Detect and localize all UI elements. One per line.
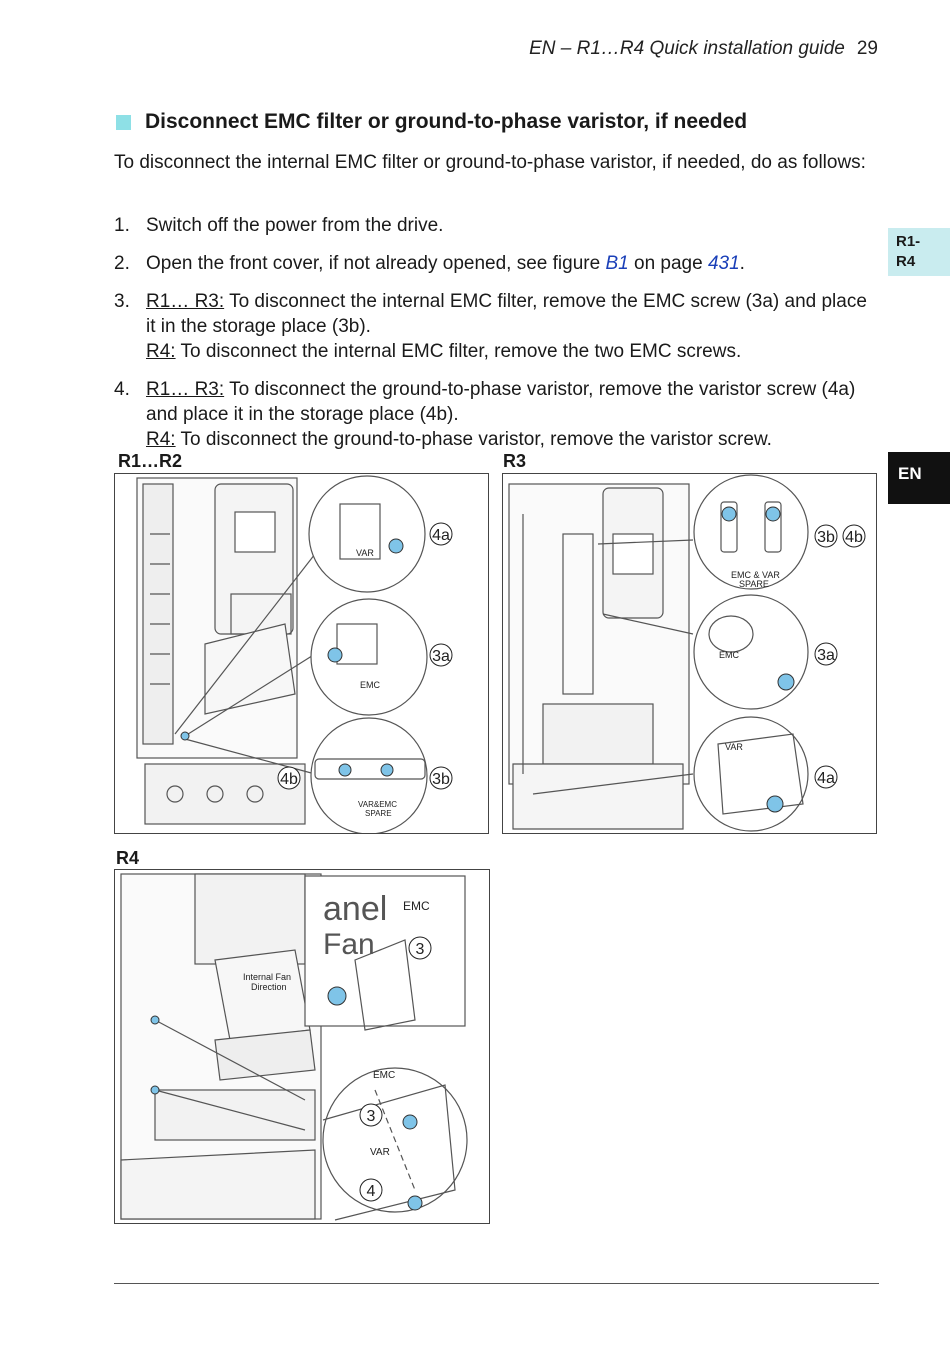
emcvar-marking: EMC & VAR	[731, 570, 780, 580]
var-marking: VAR	[356, 548, 374, 558]
step-number: 1.	[114, 215, 130, 236]
var-marking: VAR	[370, 1147, 390, 1158]
figure-r1r2: VAR EMC VAR&EMC SPARE 4a 3a 4b 3b	[114, 473, 489, 834]
frame-tab-line1: R1-	[896, 233, 921, 250]
callout-4: 4	[367, 1183, 376, 1200]
section-heading: Disconnect EMC filter or ground-to-phase…	[116, 110, 747, 134]
footer-rule	[114, 1283, 879, 1284]
r4-illustration: anel Fan EMC EMC VAR Internal Fan Direct…	[120, 873, 468, 1221]
language-tab[interactable]: EN	[888, 452, 950, 504]
page-link[interactable]: 431	[707, 253, 740, 274]
step-text: To disconnect the internal EMC filter, r…	[175, 341, 742, 362]
storage-screw-icon	[721, 506, 737, 522]
frame-size-tab[interactable]: R1- R4	[888, 228, 950, 276]
step-item: 1. Switch off the power from the drive.	[114, 213, 874, 238]
varistor-screw-icon	[407, 1195, 423, 1211]
figure-label-r4: R4	[116, 848, 140, 868]
step-number: 4.	[114, 379, 130, 400]
emc-screw-icon	[327, 986, 347, 1006]
callout-4b: 4b	[280, 771, 298, 788]
step-text: To disconnect the ground-to-phase varist…	[175, 429, 772, 450]
varistor-screw-icon	[388, 538, 404, 554]
emc-marking: EMC	[719, 650, 740, 660]
step-item: 3. R1… R3: To disconnect the internal EM…	[114, 289, 874, 364]
spare-marking: SPARE	[365, 809, 392, 818]
var-marking: VAR	[725, 742, 743, 752]
figure-label-r1r2: R1…R2	[118, 451, 183, 471]
fan-marking: Fan	[323, 928, 375, 961]
internal-fan-marking: Internal Fan	[243, 972, 291, 982]
page-number: 29	[856, 38, 878, 59]
emc-screw-icon	[327, 647, 343, 663]
frame-tag: R4:	[146, 341, 176, 362]
emc-marking: EMC	[403, 899, 430, 913]
panel-marking: anel	[323, 890, 387, 928]
step-text: Switch off the power from the drive.	[146, 215, 444, 236]
emc-screw-icon	[402, 1114, 418, 1130]
callout-3a: 3a	[817, 647, 835, 664]
emc-screw-icon	[777, 673, 795, 691]
emc-marking-lower: EMC	[373, 1070, 395, 1081]
frame-tab-line2: R4	[896, 253, 916, 270]
step-text: To disconnect the ground-to-phase varist…	[146, 379, 856, 425]
figure-r4: anel Fan EMC EMC VAR Internal Fan Direct…	[114, 869, 490, 1224]
storage-screw-icon	[380, 763, 394, 777]
frame-tag: R1… R3:	[146, 379, 225, 400]
callout-4b: 4b	[845, 529, 863, 546]
figure-r3: EMC & VAR SPARE EMC VAR 3b 4b 3a 4a	[502, 473, 877, 834]
callout-3b: 3b	[817, 529, 835, 546]
figure-link[interactable]: B1	[605, 253, 629, 274]
frame-tag: R4:	[146, 429, 176, 450]
step-sub-b: R4: To disconnect the internal EMC filte…	[146, 339, 874, 364]
section-title: Disconnect EMC filter or ground-to-phase…	[145, 110, 748, 133]
step-item: 4. R1… R3: To disconnect the ground-to-p…	[114, 377, 874, 452]
varistor-screw-icon	[766, 795, 784, 813]
frame-tag: R1… R3:	[146, 291, 225, 312]
emc-marking: EMC	[360, 680, 381, 690]
callout-3-top: 3	[416, 941, 425, 958]
storage-screw-icon	[765, 506, 781, 522]
callout-3a: 3a	[432, 648, 450, 665]
step-sub-a: R1… R3: To disconnect the internal EMC f…	[146, 291, 867, 337]
callout-4a: 4a	[432, 527, 450, 544]
header-title: EN – R1…R4 Quick installation guide	[529, 38, 845, 59]
figure-label-r3: R3	[503, 451, 527, 471]
varemc-marking: VAR&EMC	[358, 800, 397, 809]
callout-3b: 3b	[432, 771, 450, 788]
section-bullet-icon	[116, 114, 131, 130]
step-sub-a: R1… R3: To disconnect the ground-to-phas…	[146, 379, 855, 425]
step-sub-b: R4: To disconnect the ground-to-phase va…	[146, 427, 874, 452]
step-item: 2. Open the front cover, if not already …	[114, 251, 874, 276]
storage-screw-icon	[338, 763, 352, 777]
step-number: 2.	[114, 253, 130, 274]
steps-list: 1. Switch off the power from the drive. …	[114, 213, 874, 465]
r3-illustration: EMC & VAR SPARE EMC VAR 3b 4b 3a 4a	[508, 474, 866, 832]
direction-marking: Direction	[251, 982, 287, 992]
step-number: 3.	[114, 291, 130, 312]
step-text-post: .	[739, 253, 745, 274]
callout-4a: 4a	[817, 770, 835, 787]
step-text: To disconnect the internal EMC filter, r…	[146, 291, 867, 337]
step-text-pre: Open the front cover, if not already ope…	[146, 253, 606, 274]
spare-marking: SPARE	[739, 579, 769, 589]
r1r2-illustration: VAR EMC VAR&EMC SPARE 4a 3a 4b 3b	[136, 475, 453, 833]
intro-paragraph: To disconnect the internal EMC filter or…	[114, 152, 866, 173]
page-header: EN – R1…R4 Quick installation guide 29	[529, 38, 878, 60]
callout-3-bottom: 3	[367, 1108, 376, 1125]
step-text-mid: on page	[628, 253, 708, 274]
